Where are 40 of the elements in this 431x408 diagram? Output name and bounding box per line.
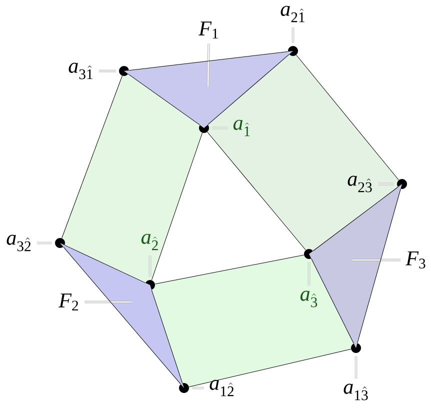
leader-line (99, 70, 116, 72)
vertex-label: $a_{2\hat{1}}$ (280, 6, 304, 22)
vertex-label: $a_{3\hat{2}}$ (6, 234, 31, 252)
face-label: $F_2$ (58, 294, 78, 310)
leader-line (192, 386, 204, 390)
face-label: $F_3$ (406, 252, 426, 268)
polygon-side (188, 348, 352, 388)
vertex-label: $a_{1\hat{2}}$ (210, 380, 234, 396)
leader-line (292, 27, 294, 43)
polygon-side (296, 54, 399, 180)
polygon-side (151, 132, 203, 280)
polygon-side (208, 54, 290, 125)
polygon-side (64, 244, 146, 284)
polygon-side (154, 254, 304, 284)
vertex-label: $a_{3\hat{1}}$ (68, 62, 92, 80)
vertex-label: $a_{1\hat{3}}$ (344, 384, 368, 400)
vertex-label: $a_{\hat{1}}$ (233, 120, 250, 136)
polygon-side (62, 76, 122, 238)
polygon-side (311, 258, 354, 344)
leader-line (378, 182, 394, 186)
polygon-side (207, 132, 306, 250)
polygon-side (151, 290, 183, 384)
leader-line (212, 126, 228, 130)
polygon-side (357, 188, 401, 344)
leader-line (84, 300, 132, 304)
leader-line (206, 44, 210, 87)
vertex-label: $a_{\hat{3}}$ (300, 290, 318, 308)
polygon-side (312, 186, 398, 252)
polygon-side (128, 51, 288, 71)
vertex-label: $a_{\hat{2}}$ (141, 234, 158, 250)
leader-line (148, 255, 152, 277)
vertex-dot (179, 383, 189, 393)
leader-line (352, 258, 400, 262)
face-label: $F_1$ (198, 22, 218, 38)
leader-line (308, 262, 310, 286)
leader-line (354, 356, 358, 379)
vertex-label: $a_{2\hat{3}}$ (348, 176, 372, 192)
vertex-dot (55, 238, 65, 248)
polygon-side (128, 74, 200, 126)
leader-line (37, 242, 52, 244)
